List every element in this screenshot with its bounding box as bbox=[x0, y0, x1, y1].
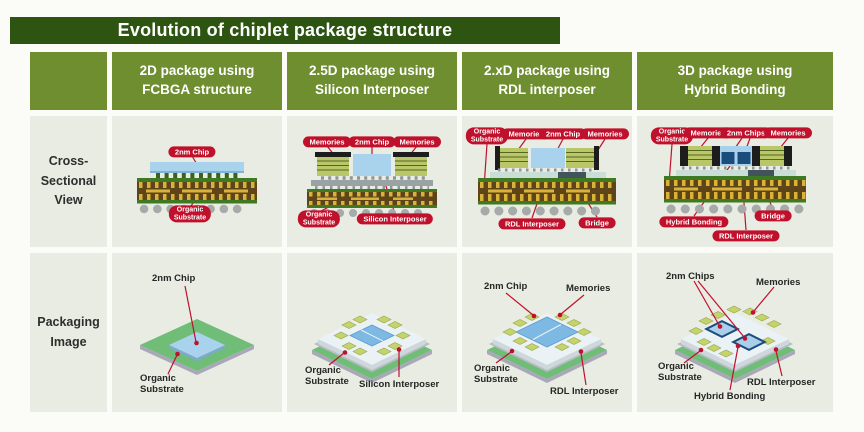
label-organic-line1: Organic bbox=[473, 128, 501, 136]
packaging-25d-art bbox=[312, 313, 432, 383]
title-bar: Evolution of chiplet package structure bbox=[10, 17, 560, 44]
col-header-2xd: 2.xD package using RDL interposer bbox=[462, 52, 632, 110]
label-hybrid-bonding: Hybrid Bonding bbox=[659, 216, 729, 228]
slide-title: Evolution of chiplet package structure bbox=[117, 20, 453, 40]
cell-cross-section-25d: Memories 2nm Chip Memories Organic Subst… bbox=[287, 116, 457, 247]
col-header-3d-line2: Hybrid Bonding bbox=[684, 82, 786, 97]
row-header-cs-line3: View bbox=[54, 193, 83, 208]
label-2nm-chip: 2nm Chip bbox=[539, 128, 587, 140]
label-organic-line2: Substrate bbox=[302, 219, 336, 226]
label-bridge: Bridge bbox=[578, 217, 616, 229]
col-header-2xd-line1: 2.xD package using bbox=[483, 63, 611, 79]
packaging-2d-art bbox=[140, 285, 254, 375]
label-organic-line2: Substrate bbox=[470, 136, 504, 143]
label-hybrid-bonding: Hybrid Bonding bbox=[694, 391, 766, 402]
label-2nm-chips: 2nm Chips bbox=[666, 271, 715, 282]
label-memories: Memories bbox=[756, 277, 801, 288]
label-memories-right: Memories bbox=[392, 136, 442, 148]
label-organic-substrate: Organic Substrate bbox=[658, 361, 702, 384]
col-header-2d-line1: 2D package using bbox=[139, 63, 255, 79]
label-2nm-chip: 2nm Chip bbox=[348, 136, 396, 148]
label-organic-line1: Organic bbox=[658, 128, 686, 136]
label-memories-left: Memories bbox=[683, 127, 733, 139]
cross-section-2d-art bbox=[137, 155, 257, 214]
cell-cross-section-3d: Organic Substrate Memories 2nm Chips Mem… bbox=[637, 116, 833, 247]
packaging-3d-art bbox=[675, 280, 795, 391]
label-bridge: Bridge bbox=[754, 210, 792, 222]
label-organic-substrate: Organic Substrate bbox=[168, 205, 212, 223]
col-header-2d-line2: FCBGA structure bbox=[142, 82, 252, 97]
cell-packaging-3d: 2nm Chips Memories Organic Substrate Hyb… bbox=[637, 253, 833, 412]
label-organic-line1: Organic bbox=[305, 211, 333, 219]
label-2nm-chip: 2nm Chip bbox=[152, 273, 196, 284]
label-rdl-interposer: RDL Interposer bbox=[550, 386, 619, 397]
packaging-2xd-art bbox=[487, 292, 607, 386]
row-header-pk-line2: Image bbox=[50, 334, 87, 349]
row-header-cs-line1: Cross- bbox=[48, 154, 89, 169]
cell-cross-section-2d: 2nm Chip Organic Substrate bbox=[112, 116, 282, 247]
col-header-3d: 3D package using Hybrid Bonding bbox=[637, 52, 833, 110]
label-rdl-interposer: RDL Interposer bbox=[712, 230, 780, 242]
cross-section-2xd-art bbox=[478, 138, 616, 219]
label-memories-right: Memories bbox=[580, 128, 630, 140]
label-2nm-chips: 2nm Chips bbox=[720, 127, 772, 139]
label-memories: Memories bbox=[566, 283, 611, 294]
cross-section-25d-art bbox=[307, 145, 437, 217]
label-memories-left: Memories bbox=[501, 128, 551, 140]
row-header-cross-section: Cross- Sectional View bbox=[30, 116, 107, 247]
label-organic-line1: Organic bbox=[176, 206, 204, 214]
label-2nm-chip: 2nm Chip bbox=[168, 146, 216, 158]
label-2nm-chip: 2nm Chip bbox=[484, 281, 528, 292]
label-rdl-interposer: RDL Interposer bbox=[498, 218, 566, 230]
label-organic-substrate: Organic Substrate bbox=[650, 127, 694, 145]
label-organic-line2: Substrate bbox=[655, 136, 689, 143]
label-organic-substrate: Organic Substrate bbox=[305, 365, 349, 388]
label-organic-substrate: Organic Substrate bbox=[140, 373, 184, 396]
label-organic-substrate: Organic Substrate bbox=[465, 127, 509, 145]
label-organic-substrate: Organic Substrate bbox=[474, 363, 518, 386]
row-header-pk-line1: Packaging bbox=[37, 315, 100, 330]
label-organic-line2: Substrate bbox=[173, 214, 207, 221]
col-header-25d-line1: 2.5D package using bbox=[308, 63, 436, 79]
col-header-2xd-line2: RDL interposer bbox=[498, 82, 596, 97]
label-rdl-interposer: RDL Interposer bbox=[747, 377, 816, 388]
label-silicon-interposer: Silicon Interposer bbox=[356, 213, 434, 225]
cell-packaging-2d: 2nm Chip Organic Substrate bbox=[112, 253, 282, 412]
col-header-25d: 2.5D package using Silicon Interposer bbox=[287, 52, 457, 110]
cell-cross-section-2xd: Organic Substrate Memories 2nm Chip Memo… bbox=[462, 116, 632, 247]
row-header-cs-line2: Sectional bbox=[40, 173, 97, 188]
row-header-packaging-image: Packaging Image bbox=[30, 253, 107, 412]
label-organic-substrate: Organic Substrate bbox=[297, 210, 341, 228]
label-memories-left: Memories bbox=[302, 136, 352, 148]
cell-packaging-25d: Organic Substrate Silicon Interposer bbox=[287, 253, 457, 412]
cross-section-3d-art bbox=[664, 137, 806, 231]
label-memories-right: Memories bbox=[763, 127, 813, 139]
col-header-25d-line2: Silicon Interposer bbox=[314, 82, 430, 97]
col-header-3d-line1: 3D package using bbox=[677, 63, 793, 79]
label-silicon-interposer: Silicon Interposer bbox=[359, 379, 440, 390]
comparison-table: 2D package using FCBGA structure 2.5D pa… bbox=[30, 52, 833, 412]
corner-cell bbox=[30, 52, 107, 110]
col-header-2d: 2D package using FCBGA structure bbox=[112, 52, 282, 110]
cell-packaging-2xd: 2nm Chip Memories Organic Substrate RDL … bbox=[462, 253, 632, 412]
